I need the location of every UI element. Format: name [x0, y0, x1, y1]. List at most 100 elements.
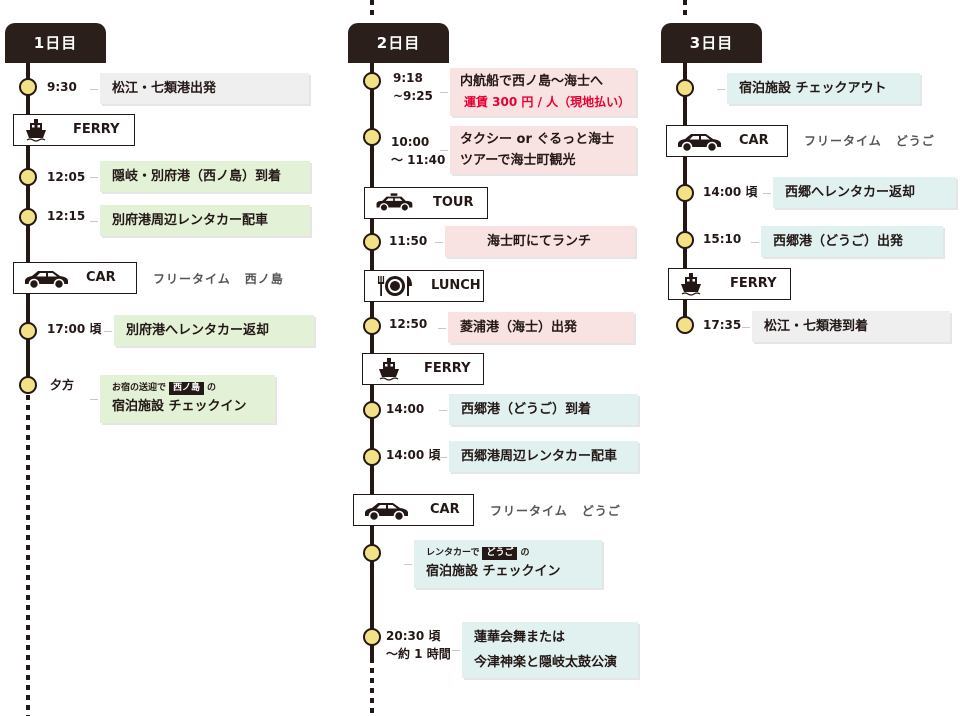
timeline-dot: [676, 184, 694, 202]
event-card-subnote: レンタカーでどうごの: [426, 545, 590, 561]
event-time: 10:00 ～ 11:40: [391, 133, 445, 169]
timeline-dot: [676, 79, 694, 97]
subnote-suffix: の: [520, 548, 530, 558]
subnote-prefix: レンタカーで: [426, 548, 480, 558]
event-time: 17:00 頃: [47, 322, 102, 336]
event-time-end: ～約 1 時間: [386, 647, 451, 661]
free-time-label: フリータイム: [490, 504, 568, 518]
free-time-note: フリータイムどうご: [804, 132, 935, 149]
transport-label: LUNCH: [431, 278, 481, 293]
ferry-icon: [24, 118, 48, 142]
transport-tour: TOUR: [364, 187, 488, 219]
event-time: 12:05: [47, 170, 86, 184]
event-card: 蓮華会舞または 今津神楽と隠岐太鼓公演: [452, 622, 638, 678]
transport-label: CAR: [739, 133, 769, 148]
subnote-prefix: お宿の送迎で: [112, 383, 167, 393]
event-card: 別府港周辺レンタカー配車: [90, 205, 310, 236]
event-time: 14:00 頃: [386, 448, 441, 462]
event-card: レンタカーでどうごの 宿泊施設 チェックイン: [404, 540, 602, 588]
free-time-label: フリータイム: [153, 272, 231, 286]
transport-ferry: FERRY: [668, 268, 791, 300]
timeline-dot: [19, 208, 37, 226]
event-time-end: ~9:25: [393, 89, 433, 103]
transport-label: CAR: [86, 270, 116, 285]
free-time-place: 西ノ島: [244, 272, 284, 286]
timeline-dot: [676, 231, 694, 249]
timeline-dot: [363, 233, 381, 251]
event-card: 海士町にてランチ: [435, 226, 635, 257]
event-time: 12:15: [47, 209, 86, 223]
car-icon: [675, 131, 723, 153]
timeline-dot: [363, 317, 381, 335]
timeline-line: [26, 63, 30, 390]
timeline-dot: [363, 544, 381, 562]
transport-ferry: FERRY: [13, 114, 135, 146]
transport-label: FERRY: [730, 276, 777, 291]
location-chip: 西ノ島: [169, 382, 205, 395]
timeline-dot: [19, 322, 37, 340]
timeline-dot: [19, 168, 37, 186]
car-icon: [362, 500, 410, 522]
timeline-dotted-line: [370, 668, 374, 716]
event-card: お宿の送迎で西ノ島の 宿泊施設 チェックイン: [90, 375, 275, 423]
event-card-text: 蓮華会舞または: [474, 630, 566, 645]
event-card: 西郷港（どうご）出発: [751, 226, 943, 257]
event-time: 20:30 頃 ～約 1 時間: [386, 627, 451, 663]
event-card: 宿泊施設 チェックアウト: [717, 73, 920, 104]
event-time: 14:00: [386, 402, 425, 416]
transport-label: FERRY: [424, 361, 471, 376]
day-1-tab: 1日目: [5, 23, 106, 63]
event-time: 14:00 頃: [703, 185, 758, 199]
free-time-place: どうご: [581, 504, 621, 518]
transport-car: CAR: [666, 125, 788, 157]
event-time: 15:10: [703, 232, 742, 246]
event-time: 夕方: [50, 378, 75, 392]
day-1-title: 1日目: [33, 34, 78, 52]
event-time-end: ～ 11:40: [391, 153, 446, 167]
timeline-dot: [363, 628, 381, 646]
timeline-dot: [363, 448, 381, 466]
event-card-text-line2: 今津神楽と隠岐太鼓公演: [474, 655, 618, 670]
event-card: 隠岐・別府港（西ノ島）到着: [90, 161, 310, 192]
event-card: 別府港へレンタカー返却: [104, 315, 314, 346]
transport-lunch: LUNCH: [364, 270, 484, 302]
event-time: 12:50: [389, 317, 428, 331]
event-card: 西郷へレンタカー返却: [763, 177, 956, 208]
event-time-start: 9:18: [393, 71, 423, 85]
event-card-subnote: お宿の送迎で西ノ島の: [112, 380, 263, 396]
event-card-text: 宿泊施設 チェックイン: [112, 399, 247, 414]
ferry-icon: [377, 357, 401, 381]
event-card: 西郷港（どうご）到着: [439, 394, 638, 425]
location-chip: どうご: [482, 547, 518, 560]
event-card-text: 内航船で西ノ島～海士へ: [460, 74, 604, 89]
event-card: 菱浦港（海士）出発: [438, 312, 634, 343]
timeline-dotted-line: [370, 0, 374, 20]
timeline-dot: [363, 128, 381, 146]
free-time-note: フリータイムどうご: [490, 502, 621, 519]
free-time-label: フリータイム: [804, 134, 882, 148]
timeline-dot: [676, 316, 694, 334]
event-time-start: 10:00: [391, 135, 430, 149]
event-time-start: 20:30 頃: [386, 629, 441, 643]
timeline-dotted-line: [26, 395, 30, 716]
transport-car: CAR: [353, 494, 474, 526]
day-2-tab: 2日目: [348, 23, 449, 63]
event-card: 松江・七類港出発: [90, 73, 309, 104]
event-card: 内航船で西ノ島～海士へ 運賃 300 円 / 人（現地払い）: [440, 68, 636, 116]
day-3-tab: 3日目: [661, 23, 762, 63]
timeline-dotted-line: [683, 0, 687, 20]
transport-ferry: FERRY: [362, 353, 484, 385]
timeline-dot: [363, 72, 381, 90]
subnote-suffix: の: [207, 383, 217, 393]
event-card-text: タクシー or ぐるっと海士: [460, 132, 615, 147]
timeline-dot: [19, 376, 37, 394]
event-card: タクシー or ぐるっと海士 ツアーで海士町観光: [440, 126, 636, 174]
taxi-icon: [374, 193, 414, 212]
event-card: 松江・七類港到着: [742, 311, 950, 342]
transport-label: CAR: [430, 502, 460, 517]
event-card-text-line2: ツアーで海士町観光: [460, 153, 576, 168]
day-3-title: 3日目: [689, 34, 734, 52]
day-2-title: 2日目: [376, 34, 421, 52]
transport-label: FERRY: [73, 122, 120, 137]
event-card: 西郷港周辺レンタカー配車: [439, 441, 638, 472]
